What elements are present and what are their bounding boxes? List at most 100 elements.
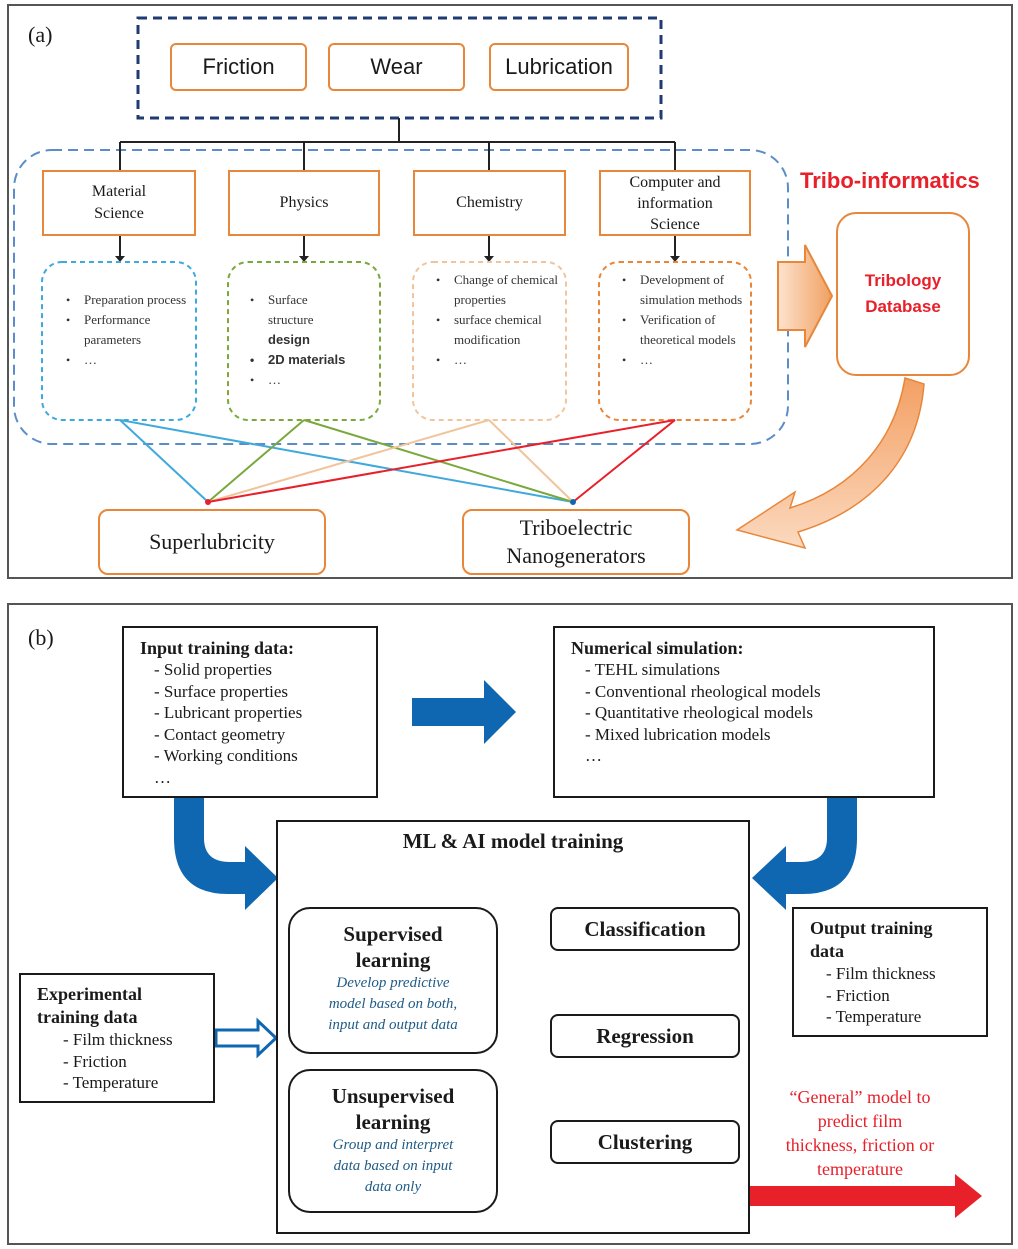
unsupervised-learning-box: Unsupervised learning Group and interpre… [288,1069,498,1213]
application-label: Triboelectric [519,515,633,540]
clustering-label: Clustering [597,1129,693,1154]
supervised-desc: Develop predictive [336,975,450,991]
experimental-title: Experimental [37,984,142,1004]
ml-ai-title: ML & AI model training [402,829,624,853]
input-to-simulation-arrow [412,680,516,744]
crossing-lines [119,419,676,503]
regression-label: Regression [596,1023,694,1048]
discipline-physics: Physics [228,170,380,236]
input-item: - Lubricant properties [154,703,303,722]
top-group-frame [136,16,663,120]
discipline-label: Material [91,183,147,200]
discipline-label: Science [94,205,144,222]
panel-a [7,4,1013,579]
unsupervised-desc: data only [364,1179,422,1195]
tribo-informatics-title: Tribo-informatics [800,168,980,193]
detail-item: … [436,350,562,370]
numerical-item: - Conventional rheological models [585,681,821,701]
discipline-chemistry: Chemistry [413,170,566,236]
classification-box: Classification [550,907,740,951]
superlubricity-box: Superlubricity [98,509,326,575]
detail-item-line: design [268,332,310,347]
tribology-database-box: Tribology Database [836,212,970,376]
detail-list-computer: Development of simulation methods Verifi… [616,270,748,370]
friction-label: Friction [202,54,275,79]
experimental-item: - Film thickness [63,1030,173,1049]
general-model-line: “General” model to [789,1087,931,1107]
lubrication-box: Lubrication [489,43,629,91]
supervised-desc: model based on both, [328,996,458,1012]
unsupervised-desc: Group and interpret [332,1137,454,1153]
application-label: Superlubricity [149,529,275,554]
general-model-line: predict film [817,1111,903,1131]
unsupervised-title: learning [355,1110,431,1134]
detail-list-chemistry: Change of chemical properties surface ch… [430,270,562,370]
tree-connectors [119,118,676,256]
discipline-label: Science [650,215,700,233]
output-title: Output training [810,918,933,938]
supervised-title: Supervised [343,922,443,946]
clustering-box: Clustering [550,1120,740,1164]
to-database-arrow [777,244,834,348]
detail-item: surface chemical modification [436,310,562,350]
general-model-line: thickness, friction or [785,1135,935,1155]
input-item: - Working conditions [154,746,298,765]
supervised-learning-box: Supervised learning Develop predictive m… [288,907,498,1054]
detail-item: Change of chemical properties [436,270,562,310]
unsupervised-desc: data based on input [333,1158,453,1174]
friction-box: Friction [170,43,307,91]
database-label: Database [865,297,941,316]
junction-dot [570,499,576,505]
detail-item: … [622,350,748,370]
numerical-item: - Mixed lubrication models [585,724,771,744]
feedback-curve-arrow [735,377,925,550]
numerical-title: Numerical simulation: [571,638,744,658]
regression-box: Regression [550,1014,740,1058]
numerical-item: - Quantitative rheological models [585,703,814,722]
discipline-label: Physics [279,194,329,211]
junction-dot [205,499,211,505]
panel-b [7,603,1013,1245]
discipline-label: Chemistry [456,194,523,211]
wear-label: Wear [370,54,423,79]
detail-frame-chemistry [412,261,567,421]
general-model-arrow [750,1174,982,1218]
output-title: data [810,941,845,961]
detail-item-line: structure [268,312,314,327]
input-item: - Solid properties [154,660,273,679]
experimental-item: - Friction [63,1051,127,1071]
panel-b-label: (b) [28,625,54,650]
general-model-line: temperature [817,1159,903,1179]
detail-item: … [250,370,378,390]
detail-item: Verification of theoretical models [622,310,748,350]
detail-item: Preparation process [66,290,192,310]
output-training-data-box: Output training data - Film thickness - … [792,907,988,1037]
detail-item: Development of simulation methods [622,270,748,310]
detail-list-material: Preparation process Performance paramete… [60,290,192,370]
detail-item: Performance parameters [66,310,192,350]
numerical-item: … [585,746,602,765]
database-label: Tribology [864,271,942,290]
supervised-title: learning [355,948,431,972]
discipline-label: Computer and [629,173,721,191]
input-item: - Surface properties [154,681,289,701]
experimental-arrow [214,1017,279,1059]
experimental-title: training data [37,1007,138,1027]
lubrication-label: Lubrication [505,54,613,79]
simulation-to-ml-arrow [752,798,857,910]
input-item: … [154,767,171,787]
output-item: - Film thickness [826,964,936,983]
wear-box: Wear [328,43,465,91]
detail-frame-material [41,261,197,421]
general-model-text: “General” model to predict film thicknes… [760,1085,960,1181]
detail-item: … [66,350,192,370]
input-to-ml-arrow [174,798,278,910]
detail-frame-physics [227,261,381,421]
input-training-data-box: Input training data: - Solid properties … [122,626,378,798]
